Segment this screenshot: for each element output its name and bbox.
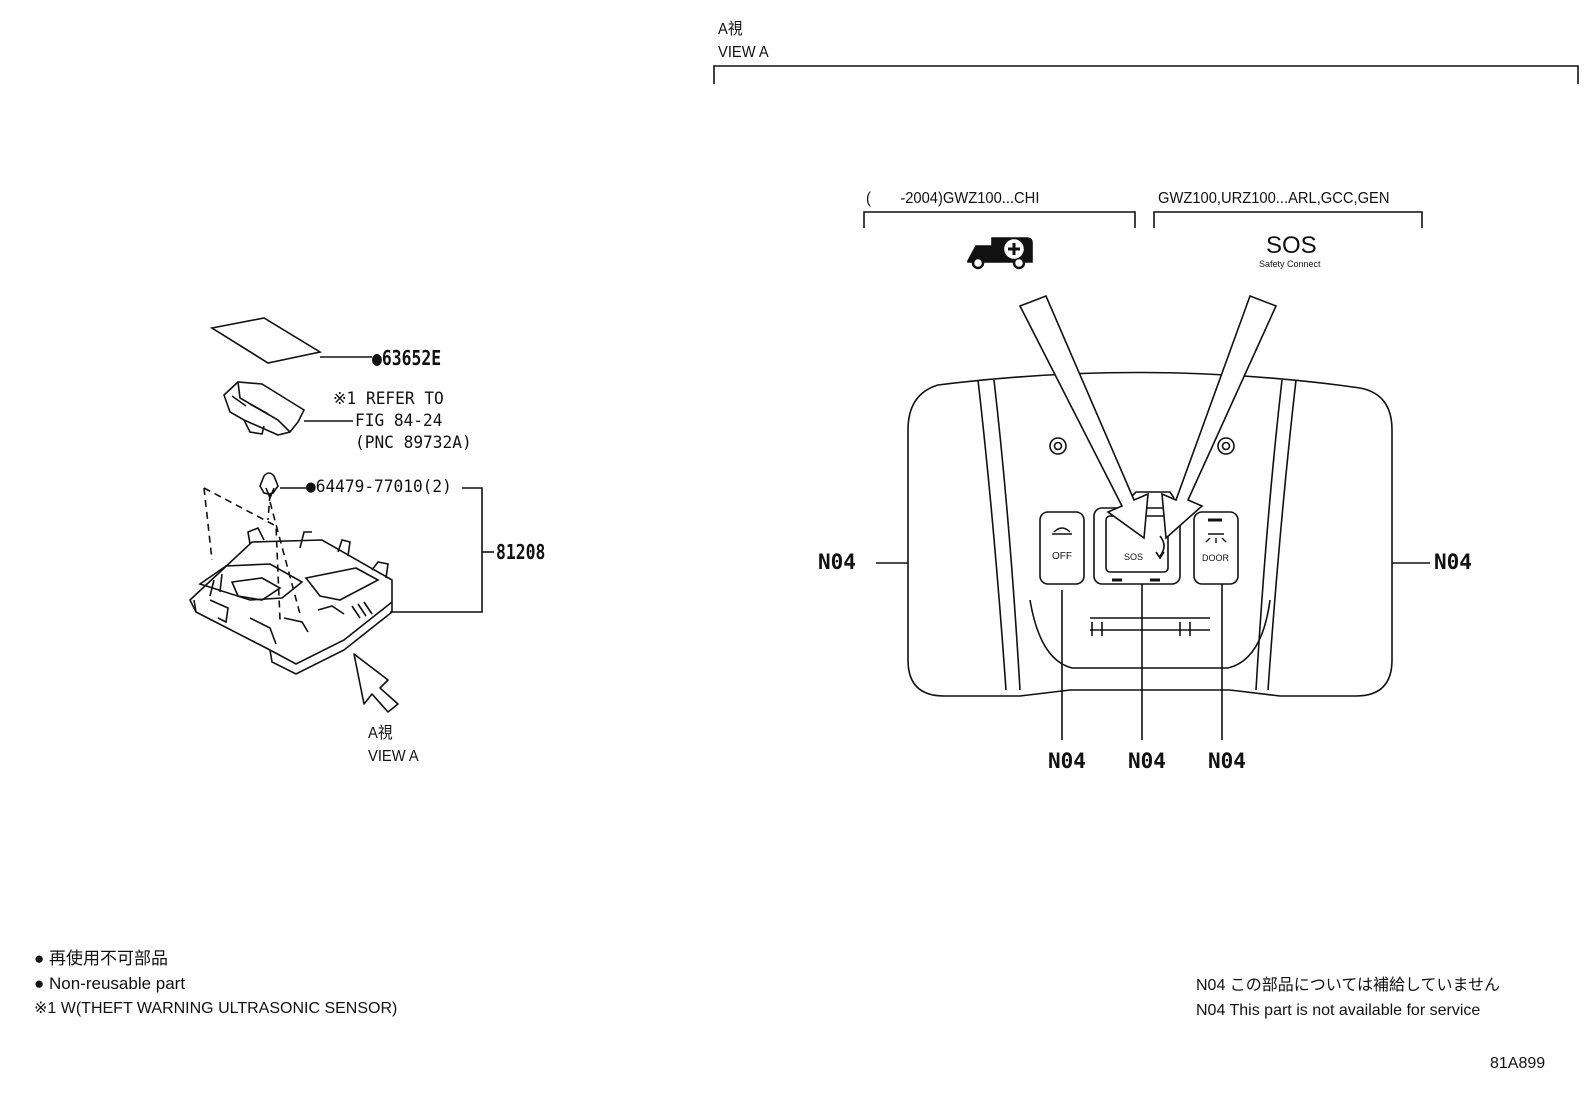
refer-line-3: (PNC 89732A) <box>355 433 472 453</box>
clip-part-drawing <box>259 472 306 501</box>
button-off-label: OFF <box>1052 551 1072 562</box>
overhead-console-front <box>907 371 1393 697</box>
n04-label-left: N04 <box>818 550 856 574</box>
legend-note-1: ※1 W(THEFT WARNING ULTRASONIC SENSOR) <box>34 1000 398 1017</box>
view-a-bracket <box>713 65 1579 84</box>
n04-label-bottom-1: N04 <box>1048 749 1086 773</box>
sos-icon-subtext: Safety Connect <box>1259 259 1321 269</box>
legend-jp: ● 再使用不可部品 <box>34 949 168 968</box>
n04-leader-lines <box>876 562 1430 740</box>
ultrasonic-sensor-drawing <box>223 381 353 436</box>
view-a-heading-jp: A視 <box>718 21 743 38</box>
view-a-arrow-label-en: VIEW A <box>368 748 419 765</box>
part-81208: 81208 <box>496 540 546 564</box>
highlight-arrows <box>1018 294 1278 540</box>
refer-line-2: FIG 84-24 <box>355 411 443 431</box>
variant-left-label: ( -2004)GWZ100...CHI <box>866 190 1040 207</box>
legend-en: ● Non-reusable part <box>34 974 186 993</box>
view-a-arrow <box>353 653 399 713</box>
console-assembly-drawing <box>189 487 393 675</box>
figure-code: 81A899 <box>1490 1055 1546 1072</box>
pad-part-drawing <box>209 317 372 364</box>
emergency-vehicle-icon <box>967 237 1033 270</box>
part-63652e: ●63652E <box>372 346 442 370</box>
button-door-label: DOOR <box>1202 553 1229 563</box>
button-sos-label: SOS <box>1124 552 1144 562</box>
n04-note-en: N04 This part is not available for servi… <box>1196 1002 1481 1019</box>
assembly-bracket-lines <box>390 487 494 613</box>
view-a-heading-en: VIEW A <box>718 44 769 61</box>
n04-label-bottom-2: N04 <box>1128 749 1166 773</box>
refer-line-1: ※1 REFER TO <box>333 389 444 409</box>
variant-right-label: GWZ100,URZ100...ARL,GCC,GEN <box>1158 190 1390 207</box>
n04-label-bottom-3: N04 <box>1208 749 1246 773</box>
n04-note-jp: N04 この部品については補給していません <box>1196 977 1501 994</box>
part-64479-77010: ●64479-77010(2) <box>306 477 452 497</box>
variant-brackets <box>863 211 1423 228</box>
view-a-arrow-label-jp: A視 <box>368 725 393 742</box>
n04-label-right: N04 <box>1434 550 1472 574</box>
sos-icon-text: SOS <box>1266 232 1317 259</box>
